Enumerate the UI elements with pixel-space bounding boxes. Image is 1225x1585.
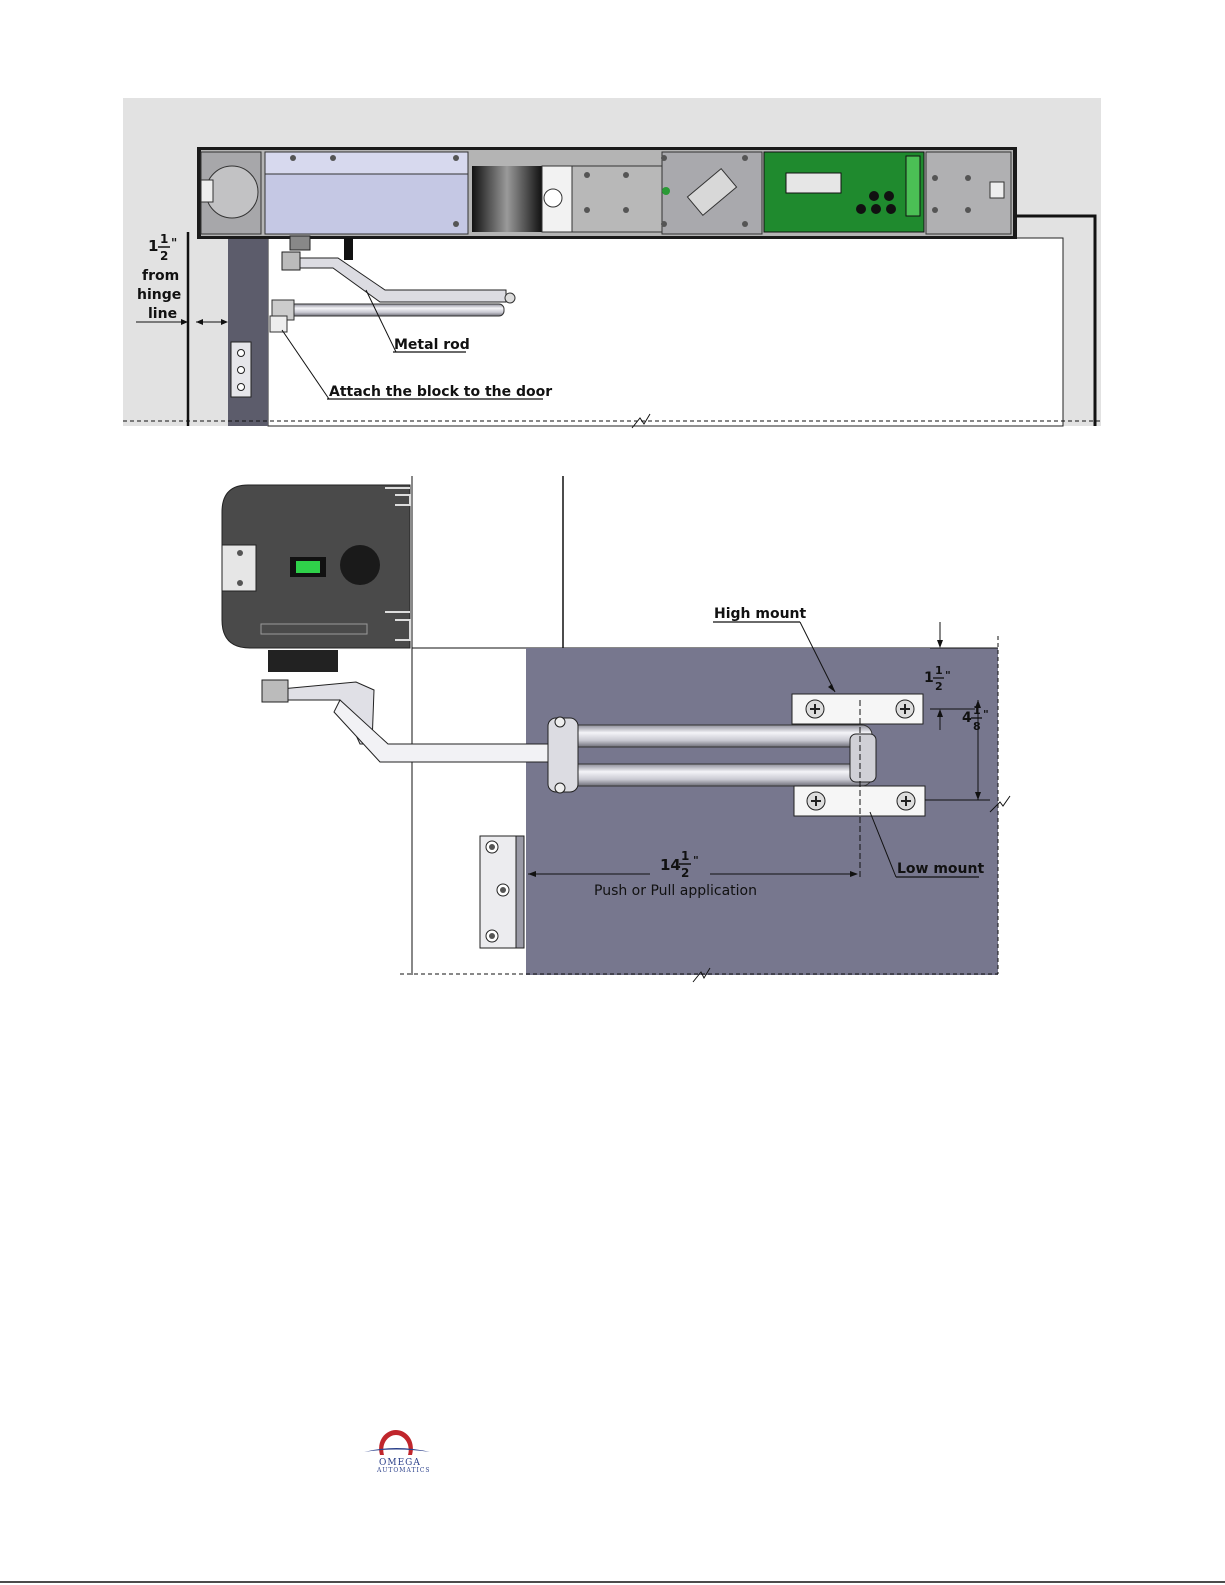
operator-arm-side	[262, 650, 560, 762]
length-unit: "	[693, 854, 699, 867]
block-label: Attach the block to the door	[329, 384, 552, 400]
top-view: 1 1 2 " from hinge line Metal rod Attach…	[123, 98, 1101, 428]
spacing-denominator: 8	[973, 720, 981, 733]
door-frame	[228, 238, 268, 426]
logo-sub: AUTOMATICS	[376, 1467, 431, 1474]
hinge	[231, 342, 251, 397]
motor	[472, 166, 542, 232]
high-mount-bracket	[792, 694, 923, 724]
omega-logo: OMEGA AUTOMATICS	[364, 1430, 431, 1474]
length-whole: 14	[660, 856, 681, 874]
high-mount-label: High mount	[714, 606, 807, 622]
hinge-side	[480, 836, 524, 948]
low-mount-label: Low mount	[897, 861, 984, 877]
offset-denominator: 2	[935, 680, 943, 693]
spacing-unit: "	[983, 708, 989, 721]
bottom-view: High mount Low mount 1 1 2 "	[222, 476, 1010, 982]
hinge-offset-unit: "	[171, 236, 177, 250]
application-label: Push or Pull application	[594, 883, 757, 899]
hinge-offset-line1: from	[142, 268, 179, 284]
offset-whole: 1	[924, 670, 934, 686]
offset-unit: "	[945, 669, 951, 682]
hinge-offset-line3: line	[148, 306, 177, 322]
lcd-display	[786, 173, 841, 193]
length-numerator: 1	[681, 849, 689, 863]
hinge-offset-whole: 1	[148, 237, 158, 255]
hinge-offset-line2: hinge	[137, 287, 181, 303]
door-block	[270, 316, 287, 332]
length-denominator: 2	[681, 866, 689, 880]
operator-unit	[197, 147, 1017, 239]
hinge-offset-numerator: 1	[160, 232, 168, 246]
door-panel-side	[526, 648, 998, 975]
spacing-whole: 4	[962, 710, 972, 726]
hinge-offset-denominator: 2	[160, 249, 168, 263]
offset-numerator: 1	[935, 664, 943, 677]
metal-rod-label: Metal rod	[394, 337, 470, 353]
spacing-numerator: 1	[973, 704, 981, 717]
operator-side-view	[222, 485, 410, 648]
